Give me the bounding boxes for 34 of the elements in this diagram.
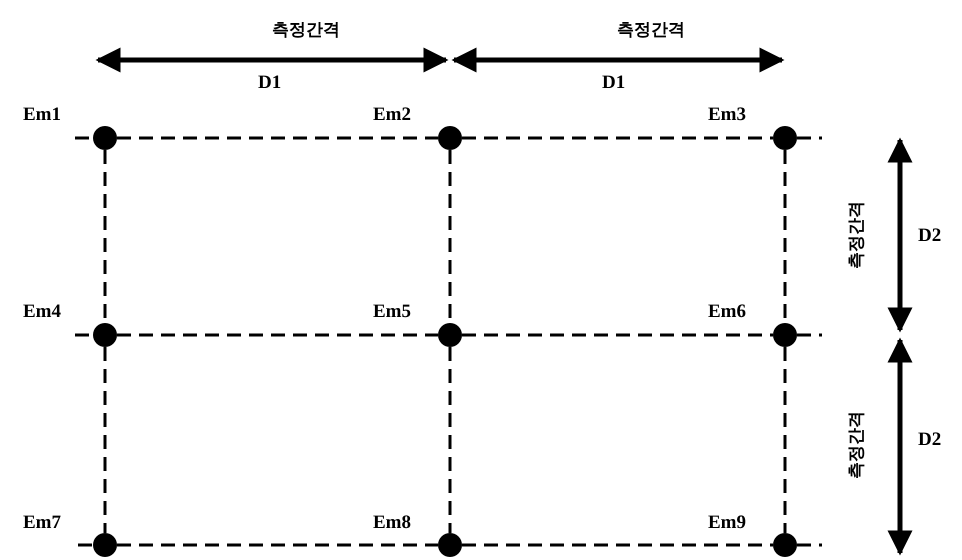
- interval-label: 측정간격: [617, 22, 685, 39]
- measurement-point: [93, 533, 117, 557]
- measurement-point: [773, 533, 797, 557]
- point-label: Em1: [23, 105, 61, 124]
- dashed-line: [462, 544, 773, 546]
- point-label: Em7: [23, 513, 61, 532]
- measurement-point: [438, 533, 462, 557]
- measurement-point: [773, 126, 797, 150]
- point-label: Em8: [373, 513, 411, 532]
- interval-label: 측정간격: [848, 411, 866, 479]
- dimension-label: D1: [602, 73, 626, 92]
- point-label: Em9: [708, 513, 746, 532]
- point-label: Em4: [23, 302, 61, 321]
- dashed-line: [117, 544, 438, 546]
- measurement-point: [773, 323, 797, 347]
- point-label: Em2: [373, 105, 411, 124]
- dimension-label: D1: [258, 73, 282, 92]
- dashed-line: [462, 136, 773, 140]
- point-label: Em5: [373, 302, 411, 321]
- dashed-line: [784, 347, 786, 533]
- measurement-point: [438, 323, 462, 347]
- measurement-point: [93, 323, 117, 347]
- dimension-label: D2: [918, 430, 942, 449]
- point-label: Em6: [708, 302, 746, 321]
- point-label: Em3: [708, 105, 746, 124]
- dashed-line: [104, 347, 106, 533]
- interval-label: 측정간격: [272, 22, 340, 39]
- dashed-line: [462, 334, 773, 336]
- measurement-point: [438, 126, 462, 150]
- measurement-point: [93, 126, 117, 150]
- dashed-line: [117, 334, 438, 336]
- interval-label: 측정간격: [848, 201, 866, 269]
- dimension-label: D2: [918, 226, 942, 245]
- dashed-line: [117, 136, 438, 140]
